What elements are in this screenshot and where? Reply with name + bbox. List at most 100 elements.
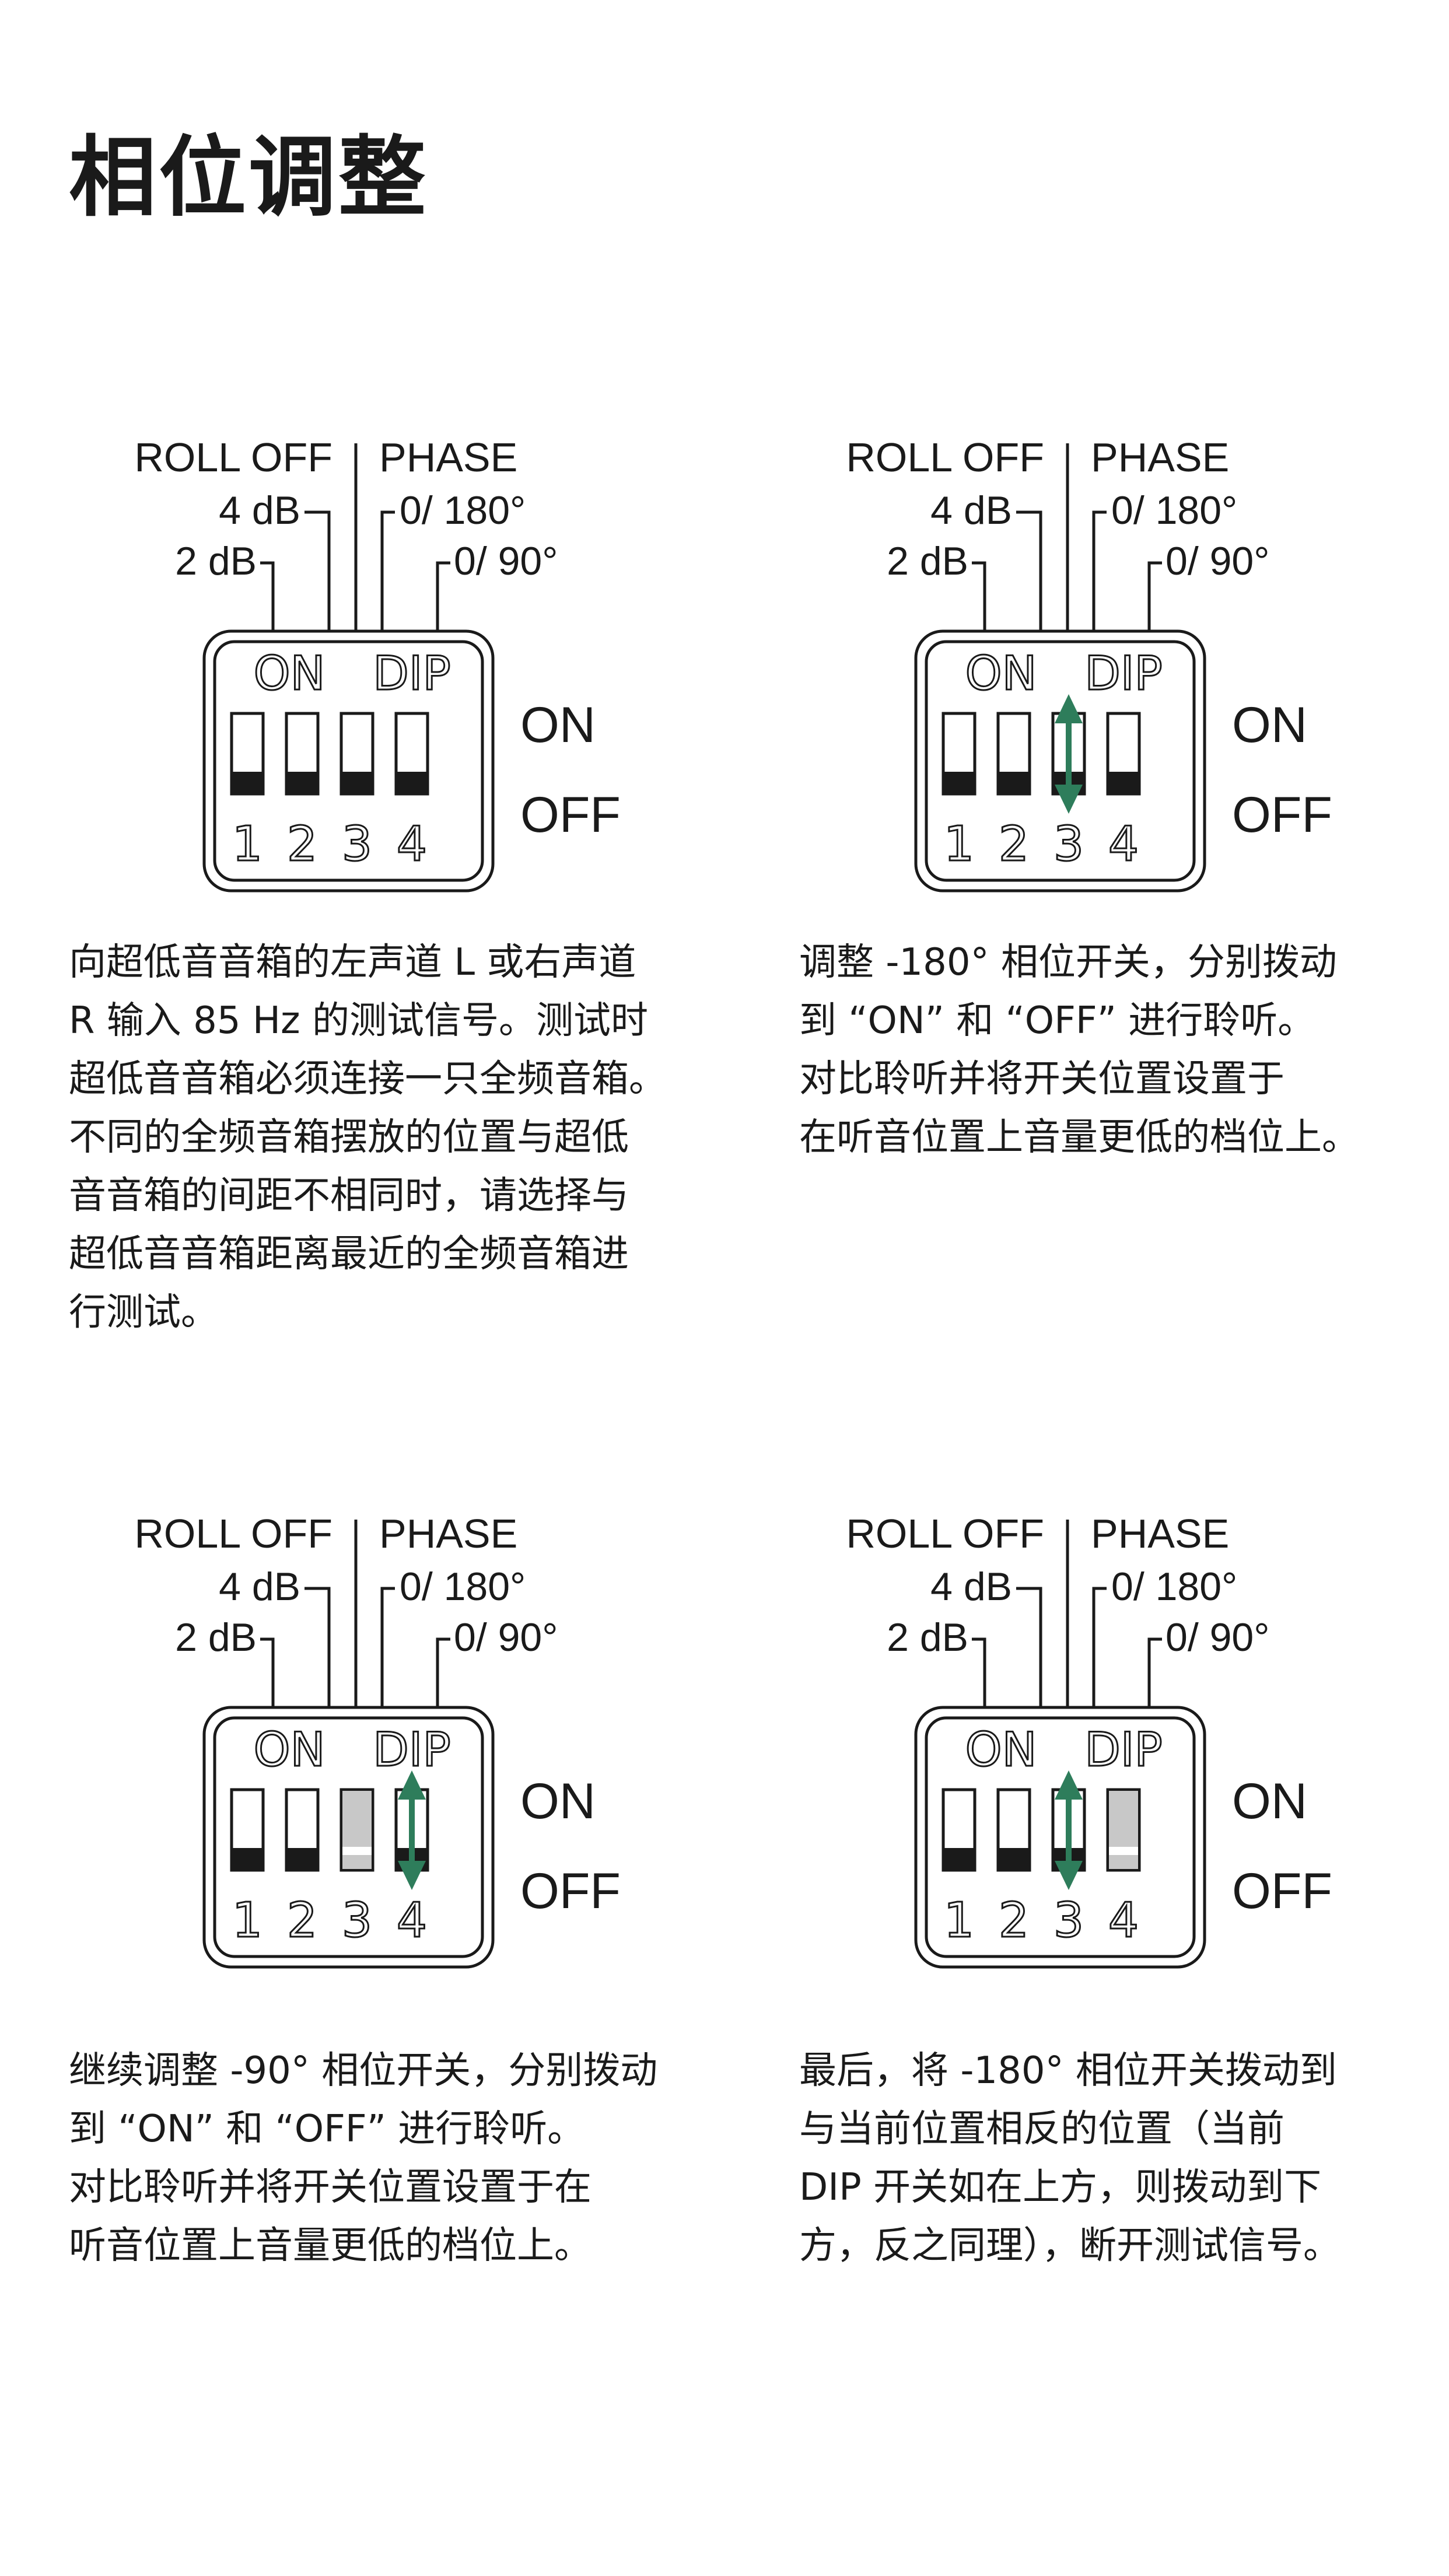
- switch-number: 1: [944, 1893, 974, 1948]
- dip-housing-inner: [213, 1716, 484, 1958]
- desc-line: 在听音位置上音量更低的档位上。: [799, 1116, 1359, 1159]
- switch-lever-off: [998, 772, 1030, 794]
- roll-off-4db-leader: [1016, 1587, 1042, 1707]
- roll-off-2db-label: 2 dB: [175, 539, 257, 583]
- desc-line: 最后，将 -180° 相位开关拨动到: [799, 2049, 1337, 2092]
- phase-90-leader: [1147, 1637, 1162, 1707]
- desc-line: 继续调整 -90° 相位开关，分别拨动: [69, 2049, 658, 2092]
- roll-off-2db-leader: [260, 561, 275, 631]
- switch-lever-off: [396, 772, 428, 794]
- switch-lever-off: [232, 1848, 263, 1870]
- switch-lever-mark: [342, 1847, 372, 1855]
- on-label: ON: [520, 697, 596, 753]
- on-label: ON: [1232, 697, 1307, 753]
- on-marking: ON: [965, 646, 1037, 701]
- roll-off-2db-leader: [260, 1637, 275, 1707]
- page-title: 相位调整: [69, 127, 429, 229]
- phase-90-leader: [1147, 561, 1162, 631]
- roll-off-4db-leader: [304, 510, 331, 631]
- roll-off-2db-label: 2 dB: [887, 1615, 968, 1660]
- dip-marking: DIP: [1084, 646, 1162, 701]
- desc-line: 到 “ON” 和 “OFF” 进行聆听。: [799, 999, 1315, 1042]
- switch-number: 4: [397, 1893, 427, 1948]
- switch-lever-off: [1108, 772, 1139, 794]
- on-label: ON: [1232, 1773, 1307, 1829]
- phase-label: PHASE: [1091, 435, 1229, 480]
- dip-housing-inner: [925, 1716, 1196, 1958]
- switch-lever-off: [943, 1848, 975, 1870]
- phase-90-leader: [436, 1637, 450, 1707]
- dip-marking: DIP: [373, 1723, 450, 1777]
- desc-line: DIP 开关如在上方，则拨动到下: [799, 2166, 1322, 2209]
- switch-number: 4: [1108, 817, 1139, 872]
- phase-180-leader: [1092, 1587, 1107, 1707]
- switch-lever-off: [286, 1848, 318, 1870]
- on-marking: ON: [965, 1723, 1037, 1777]
- switch-grey: [342, 1791, 372, 1869]
- roll-off-label: ROLL OFF: [134, 1511, 332, 1556]
- switch-number: 2: [287, 1893, 317, 1948]
- description-3: 继续调整 -90° 相位开关，分别拨动 到 “ON” 和 “OFF” 进行聆听。…: [69, 2042, 746, 2275]
- desc-line: R 输入 85 Hz 的测试信号。测试时: [69, 999, 648, 1042]
- roll-off-4db-label: 4 dB: [219, 1564, 300, 1609]
- phase-90-label: 0/ 90°: [1166, 1615, 1269, 1660]
- phase-180-label: 0/ 180°: [400, 488, 526, 533]
- arrow-down-head: [1055, 785, 1083, 814]
- desc-line: 行测试。: [69, 1291, 218, 1334]
- desc-line: 对比聆听并将开关位置设置于在: [69, 2166, 592, 2209]
- phase-180-label: 0/ 180°: [400, 1564, 526, 1609]
- desc-line: 与当前位置相反的位置（当前: [799, 2108, 1284, 2151]
- dip-housing-inner: [213, 640, 484, 882]
- roll-off-4db-label: 4 dB: [930, 488, 1012, 533]
- roll-off-4db-leader: [1016, 510, 1042, 631]
- on-marking: ON: [254, 1723, 326, 1777]
- switch-number: 2: [999, 817, 1029, 872]
- desc-line: 超低音音箱必须连接一只全频音箱。: [69, 1058, 666, 1101]
- roll-off-2db-leader: [972, 1637, 986, 1707]
- roll-off-label: ROLL OFF: [846, 1511, 1044, 1556]
- roll-off-2db-leader: [972, 561, 986, 631]
- roll-off-4db-label: 4 dB: [219, 488, 300, 533]
- roll-off-label: ROLL OFF: [846, 435, 1044, 480]
- switch-number: 4: [397, 817, 427, 872]
- phase-180-label: 0/ 180°: [1111, 1564, 1237, 1609]
- switch-number: 3: [342, 1893, 372, 1948]
- off-label: OFF: [520, 1863, 621, 1919]
- switch-number: 3: [1054, 1893, 1084, 1948]
- description-1: 向超低音音箱的左声道 L 或右声道 R 输入 85 Hz 的测试信号。测试时 超…: [69, 933, 746, 1342]
- on-marking: ON: [254, 646, 326, 701]
- desc-line: 到 “ON” 和 “OFF” 进行聆听。: [69, 2108, 585, 2151]
- desc-line: 音音箱的间距不相同时，请选择与: [69, 1174, 629, 1217]
- desc-line: 超低音音箱距离最近的全频音箱进: [69, 1233, 629, 1276]
- arrow-up-head: [1055, 1770, 1083, 1800]
- switch-lever-off: [286, 772, 318, 794]
- switch-number: 2: [287, 817, 317, 872]
- phase-90-leader: [436, 561, 450, 631]
- arrow-up-head: [398, 1770, 426, 1800]
- roll-off-label: ROLL OFF: [134, 435, 332, 480]
- switch-number: 3: [342, 817, 372, 872]
- dip-marking: DIP: [373, 646, 450, 701]
- desc-line: 不同的全频音箱摆放的位置与超低: [69, 1116, 629, 1159]
- switch-lever-off: [998, 1848, 1030, 1870]
- roll-off-2db-label: 2 dB: [887, 539, 968, 583]
- dip-housing-inner: [925, 640, 1196, 882]
- phase-180-label: 0/ 180°: [1111, 488, 1237, 533]
- switch-number: 3: [1054, 817, 1084, 872]
- desc-line: 方，反之同理），断开测试信号。: [799, 2224, 1340, 2267]
- off-label: OFF: [1232, 1863, 1332, 1919]
- description-2: 调整 -180° 相位开关，分别拨动 到 “ON” 和 “OFF” 进行聆听。 …: [799, 933, 1449, 1167]
- phase-label: PHASE: [379, 1511, 517, 1556]
- off-label: OFF: [1232, 787, 1332, 843]
- switch-lever-mark: [1109, 1847, 1138, 1855]
- phase-90-label: 0/ 90°: [1166, 539, 1269, 583]
- phase-label: PHASE: [1091, 1511, 1229, 1556]
- switch-number: 2: [999, 1893, 1029, 1948]
- switch-lever-off: [341, 772, 373, 794]
- phase-90-label: 0/ 90°: [454, 539, 558, 583]
- dip-marking: DIP: [1084, 1723, 1162, 1777]
